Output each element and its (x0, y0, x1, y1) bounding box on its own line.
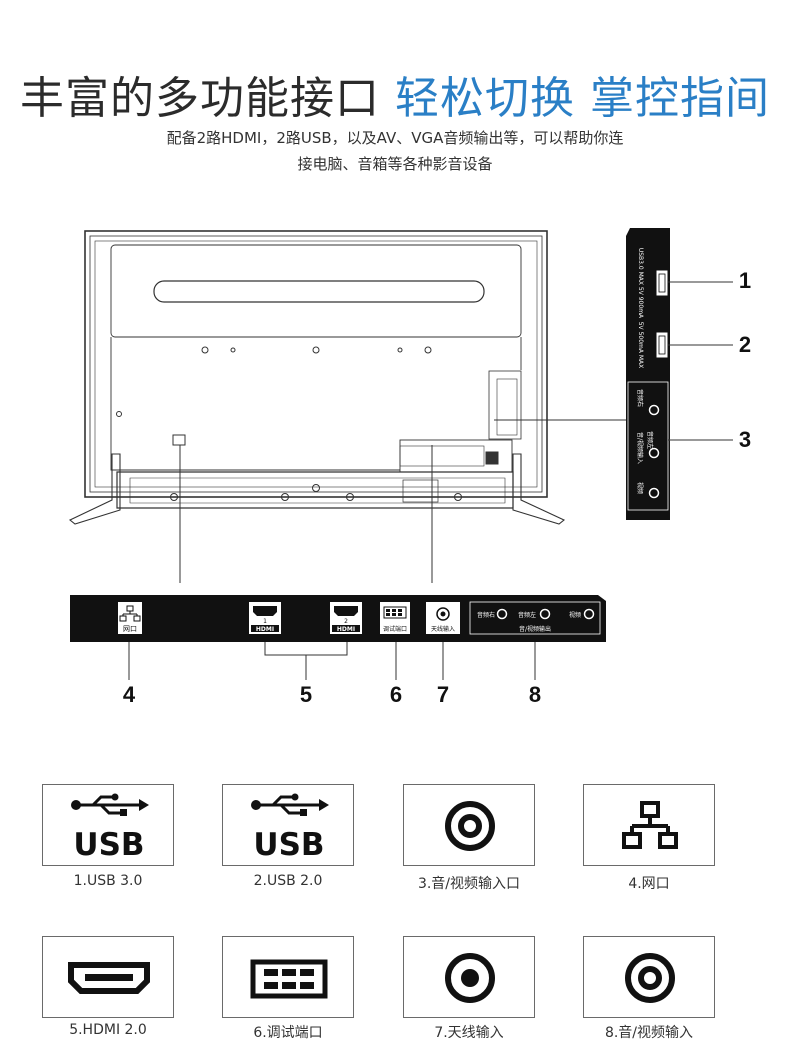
caption-hdmi: 5.HDMI 2.0 (69, 1022, 147, 1038)
hdmi2-number: 2 (344, 618, 348, 625)
caption-antenna: 7.天线输入 (434, 1025, 504, 1041)
network-icon (622, 801, 678, 849)
subtitle-line-1: 配备2路HDMI，2路USB，以及AV、VGA音频输出等，可以帮助你连 (166, 129, 624, 147)
tile-usb-2: USB (222, 784, 354, 866)
network-port-label: 网口 (123, 625, 137, 633)
screw-holes (116, 346, 462, 501)
caption-network: 4.网口 (628, 876, 670, 892)
leader-lines (128, 281, 733, 680)
callout-3: 3 (738, 427, 752, 452)
callout-8: 8 (528, 682, 542, 707)
tile-debug-port (222, 936, 354, 1018)
callout-5: 5 (299, 682, 313, 707)
title-accent: 轻松切换 掌控指间 (395, 73, 770, 124)
rca-ring-icon (445, 801, 495, 851)
callout-6: 6 (389, 682, 403, 707)
antenna-port-label: 天线输入 (431, 625, 455, 633)
side-av-label-right: 音频右 (636, 389, 644, 407)
usb-icon: USB (251, 793, 329, 863)
tile-av-input-port (403, 784, 535, 866)
bottom-av-group-label: 音/视频输出 (519, 625, 551, 633)
caption-debug-port: 6.调试端口 (253, 1025, 323, 1041)
tile-usb-3: USB (42, 784, 174, 866)
bottom-port-panel: 网口 1 HDMI 2 HDMI 调试端口 天线输入 音频右 音频左 视频 音/… (70, 595, 606, 642)
antenna-jack-icon (445, 953, 495, 1003)
caption-usb-2: 2.USB 2.0 (253, 873, 323, 889)
caption-av-input-port: 3.音/视频输入口 (417, 876, 521, 892)
callout-7: 7 (436, 682, 450, 707)
tile-av-input (583, 936, 715, 1018)
usb-icon: USB (71, 793, 149, 863)
tile-usb-2-text: USB (253, 827, 324, 863)
callout-4: 4 (122, 682, 136, 707)
callout-2: 2 (738, 332, 752, 357)
side-port-panel: USB3.0 MAX 5V 900mA 5V 500mA MAX 音频右 音频左… (626, 228, 670, 520)
hdmi2-logo: HDMI (337, 626, 355, 633)
caption-usb-3: 1.USB 3.0 (73, 873, 143, 889)
caption-av-input: 8.音/视频输入 (604, 1025, 694, 1041)
usb2-port-label: 5V 500mA MAX (637, 322, 644, 369)
page-title: 丰富的多功能接口 轻松切换 掌控指间 (0, 62, 790, 126)
tile-usb-3-text: USB (73, 827, 144, 863)
usb1-port-label: USB3.0 MAX 5V 900mA (637, 248, 644, 319)
tile-network (583, 784, 715, 866)
tile-hdmi (42, 936, 174, 1018)
side-av-label-left: 音频左 (646, 431, 654, 449)
interface-diagram: USB3.0 MAX 5V 900mA 5V 500mA MAX 音频右 音频左… (68, 228, 733, 680)
hdmi-icon (68, 962, 150, 994)
debug-port-label: 调试端口 (383, 625, 407, 633)
hdmi1-logo: HDMI (256, 626, 274, 633)
bottom-av-label-video: 视频 (569, 611, 581, 619)
subtitle-line-2: 接电脑、音箱等各种影音设备 (297, 155, 493, 173)
debug-port-icon (250, 959, 328, 999)
callout-1: 1 (738, 268, 752, 293)
tv-back-illustration (68, 230, 566, 525)
rca-ring-icon (625, 953, 675, 1003)
title-main: 丰富的多功能接口 (20, 73, 380, 124)
bottom-av-label-left: 音频左 (518, 611, 536, 619)
tile-antenna (403, 936, 535, 1018)
side-av-label-video: 视频 (636, 482, 644, 494)
bottom-av-label-right: 音频右 (477, 611, 495, 619)
hdmi1-number: 1 (263, 618, 267, 625)
side-av-group-label: 音/视频输入 (636, 432, 644, 464)
